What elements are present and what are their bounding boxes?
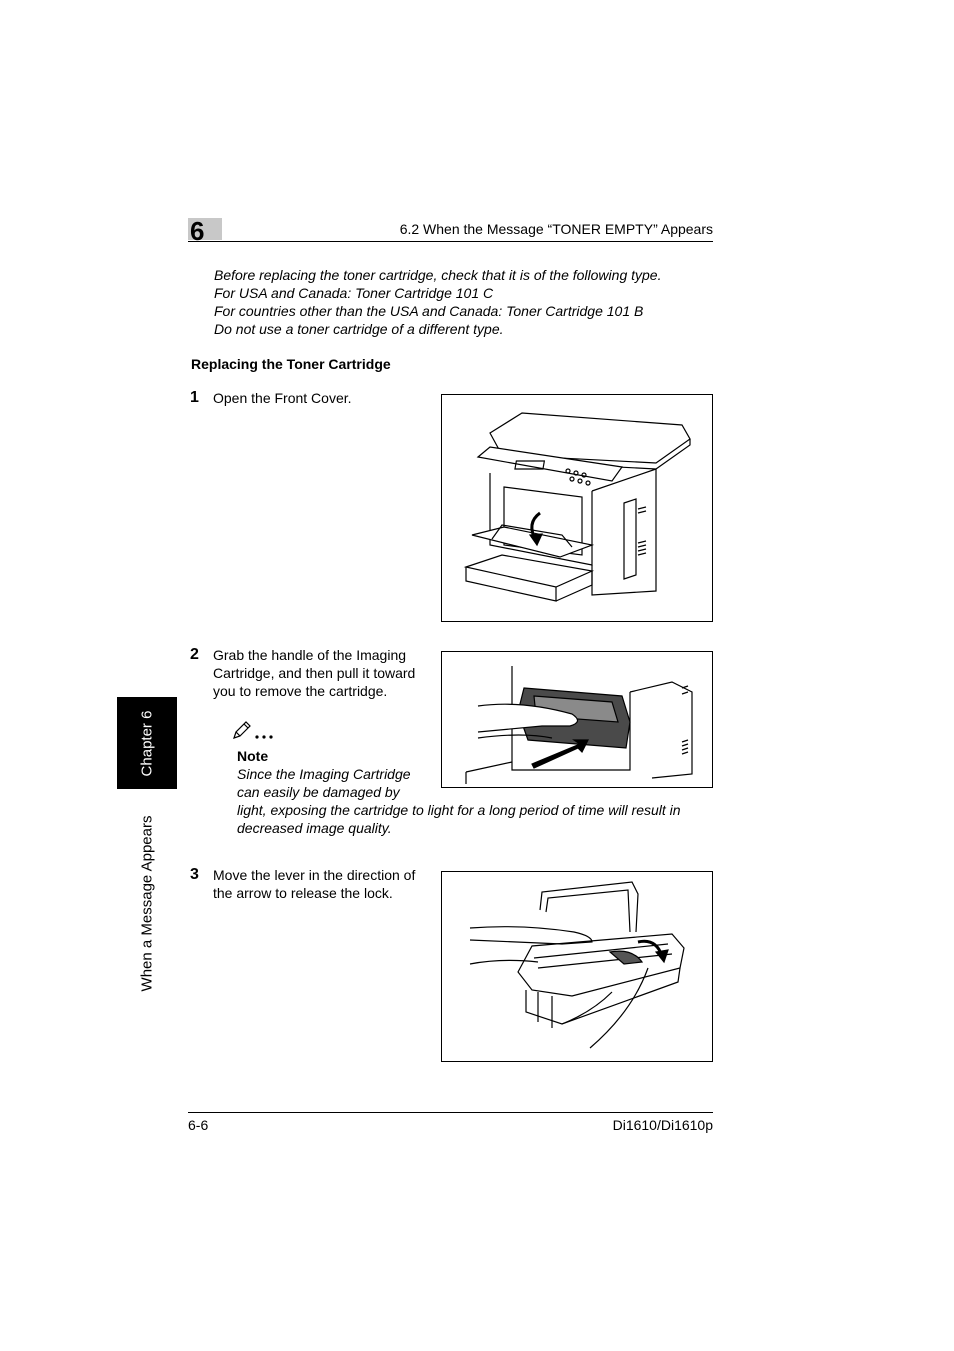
note-line: Since the Imaging Cartridge	[237, 766, 411, 782]
section-heading: Replacing the Toner Cartridge	[191, 356, 391, 372]
figure-release-lever	[441, 871, 713, 1062]
intro-line: For countries other than the USA and Can…	[214, 303, 644, 319]
chapter-number-box	[188, 218, 222, 240]
footer-divider	[188, 1112, 713, 1113]
note-line: can easily be damaged by	[237, 784, 400, 800]
step-text: Grab the handle of the Imaging Cartridge…	[213, 647, 416, 699]
header-divider	[188, 241, 713, 242]
note-label: Note	[237, 748, 269, 764]
model-name: Di1610/Di1610p	[612, 1117, 713, 1133]
lever-release-illustration	[469, 881, 685, 1049]
pencil-note-icon	[230, 720, 276, 742]
intro-line: Do not use a toner cartridge of a differ…	[214, 321, 504, 337]
section-tab-label-container: When a Message Appears	[117, 798, 177, 1008]
intro-text: Before replacing the toner cartridge, ch…	[214, 266, 661, 338]
note-line: decreased image quality.	[237, 820, 392, 836]
figure-remove-cartridge	[441, 651, 713, 788]
intro-line: Before replacing the toner cartridge, ch…	[214, 267, 662, 283]
copier-illustration	[463, 412, 691, 602]
figure-open-front-cover	[441, 394, 713, 622]
step-number: 1	[190, 389, 199, 406]
section-title: 6.2 When the Message “TONER EMPTY” Appea…	[399, 221, 713, 237]
step-number: 3	[190, 866, 199, 883]
chapter-tab-label: Chapter 6	[138, 710, 156, 776]
step-text: Move the lever in the direction of the a…	[213, 867, 416, 901]
cartridge-removal-illustration	[465, 666, 693, 784]
section-tab-label: When a Message Appears	[138, 815, 156, 991]
chapter-number: 6	[190, 216, 205, 246]
chapter-tab-label-container: Chapter 6	[117, 697, 177, 789]
note-text: Since the Imaging Cartridge can easily b…	[237, 765, 681, 837]
note-line: light, exposing the cartridge to light f…	[237, 802, 681, 818]
chapter-side-tab	[117, 697, 177, 789]
page-number: 6-6	[188, 1117, 209, 1133]
step-text: Open the Front Cover.	[213, 390, 352, 406]
intro-line: For USA and Canada: Toner Cartridge 101 …	[214, 285, 494, 301]
step-number: 2	[190, 646, 199, 663]
